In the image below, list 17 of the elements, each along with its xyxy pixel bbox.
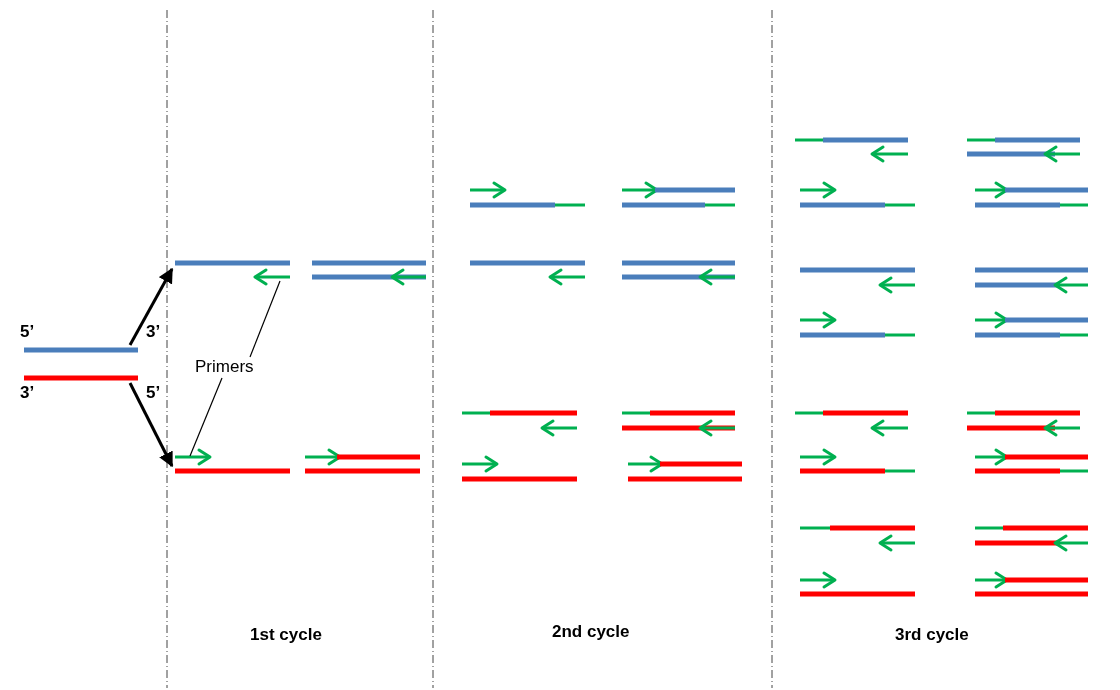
strand-end-label: 3’ — [146, 322, 161, 342]
cycle-label: 2nd cycle — [552, 622, 630, 642]
leader-line — [189, 377, 223, 457]
leader-line — [249, 280, 281, 358]
dna-duplex — [24, 347, 138, 381]
primers-label: Primers — [195, 357, 254, 377]
cycle-label: 1st cycle — [250, 625, 322, 645]
strand-end-label: 5’ — [20, 322, 35, 342]
dna-strand — [175, 260, 290, 266]
cycle-label: 3rd cycle — [895, 625, 969, 645]
dna-strand — [175, 468, 290, 474]
strand-end-label: 3’ — [20, 383, 35, 403]
primer-arrow — [253, 268, 290, 286]
arrow — [128, 267, 174, 346]
strand-end-label: 5’ — [146, 383, 161, 403]
arrow — [128, 382, 174, 468]
primer-arrow — [175, 448, 212, 466]
